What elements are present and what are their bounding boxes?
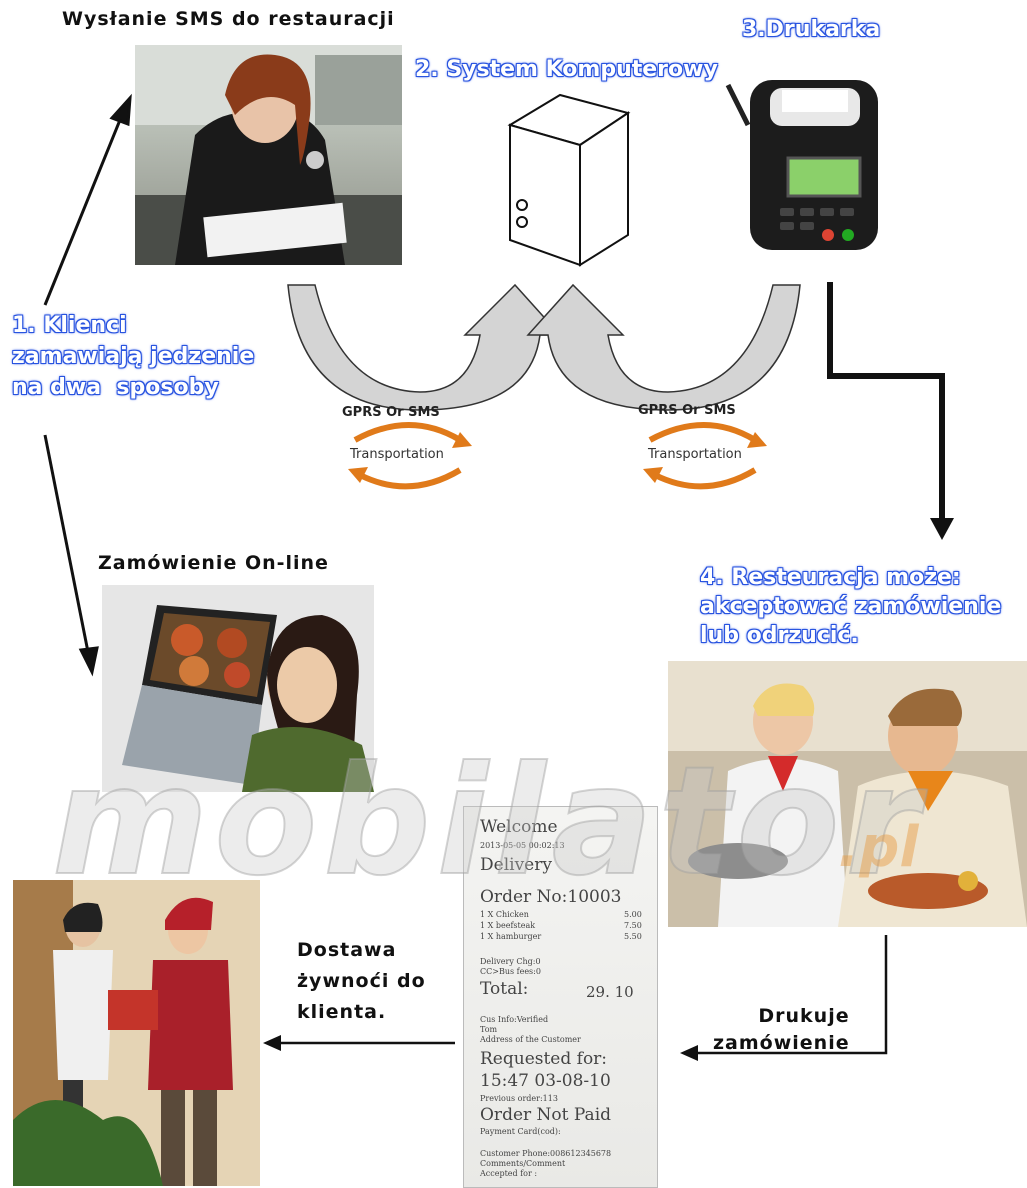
transport-left-title: GPRS Or SMS	[342, 405, 440, 420]
receipt-item-1-price: 5.00	[624, 910, 642, 919]
receipt-delivery: Delivery	[480, 855, 552, 875]
receipt-item-3-price: 5.50	[624, 932, 642, 941]
clients-label: 1. Klienci zamawiają jedzenie na dwa spo…	[12, 313, 255, 400]
receipt-cus-info: Cus Info:Verified	[480, 1015, 549, 1024]
online-title: Zamówienie On-line	[98, 552, 329, 574]
receipt-item-2: 1 X beefsteak	[480, 921, 536, 930]
receipt-accepted: Accepted for :	[480, 1169, 538, 1178]
receipt-delivery-chg: Delivery Chg:0	[480, 957, 541, 966]
receipt: Welcome 2013-05-05 00:02:13 Delivery Ord…	[463, 806, 658, 1188]
printer-photo	[720, 70, 885, 255]
receipt-total-label: Total:	[480, 979, 529, 999]
delivery-photo	[13, 880, 260, 1186]
arrow-to-sms	[43, 93, 132, 306]
online-photo	[102, 585, 374, 792]
right-curved-arrow	[526, 283, 801, 411]
receipt-order-no: Order No:10003	[480, 887, 622, 907]
receipt-welcome: Welcome	[480, 817, 558, 837]
receipt-item-2-price: 7.50	[624, 921, 642, 930]
arrow-to-online	[43, 434, 99, 677]
watermark-suffix: .pl	[838, 815, 919, 880]
receipt-payment: Payment Card(cod):	[480, 1127, 561, 1136]
transport-swirl-right	[643, 422, 767, 490]
transport-right-word: Transportation	[648, 447, 742, 462]
left-curved-arrow	[287, 283, 562, 411]
receipt-item-1: 1 X Chicken	[480, 910, 529, 919]
receipt-cus-name: Tom	[480, 1025, 498, 1034]
arrow-restaurant-to-receipt	[695, 935, 888, 1055]
arrow-printer-to-restaurant	[827, 282, 945, 520]
receipt-address: Address of the Customer	[480, 1035, 581, 1044]
receipt-date: 2013-05-05 00:02:13	[480, 841, 565, 850]
transport-swirl-left	[348, 422, 472, 490]
printer-label: 3.Drukarka	[742, 17, 881, 42]
receipt-previous-order: Previous order:113	[480, 1094, 558, 1103]
restaurant-photo	[668, 661, 1027, 927]
receipt-total-value: 29. 10	[586, 983, 634, 1001]
receipt-customer-phone: Customer Phone:008612345678	[480, 1149, 612, 1158]
sms-title: Wysłanie SMS do restauracji	[62, 8, 395, 30]
sms-photo	[135, 45, 402, 265]
server-illustration	[500, 85, 640, 270]
restaurant-label: 4. Resteuracja może: akceptować zamówien…	[700, 565, 1002, 648]
delivery-label: Dostawa żywnoći do klienta.	[297, 939, 426, 1023]
watermark-brand: mobilator	[51, 734, 926, 910]
receipt-requested-time: 15:47 03-08-10	[480, 1071, 611, 1091]
prints-label: Drukuje zamówienie	[713, 1005, 850, 1054]
receipt-order-status: Order Not Paid	[480, 1105, 612, 1125]
transport-left-word: Transportation	[350, 447, 444, 462]
receipt-cc-fee: CC>Bus fees:0	[480, 967, 541, 976]
receipt-item-3: 1 X hamburger	[480, 932, 542, 941]
receipt-requested-for: Requested for:	[480, 1049, 608, 1069]
receipt-comments: Comments/Comment	[480, 1159, 566, 1168]
transport-right-title: GPRS Or SMS	[638, 403, 736, 418]
system-label: 2. System Komputerowy	[415, 57, 718, 82]
